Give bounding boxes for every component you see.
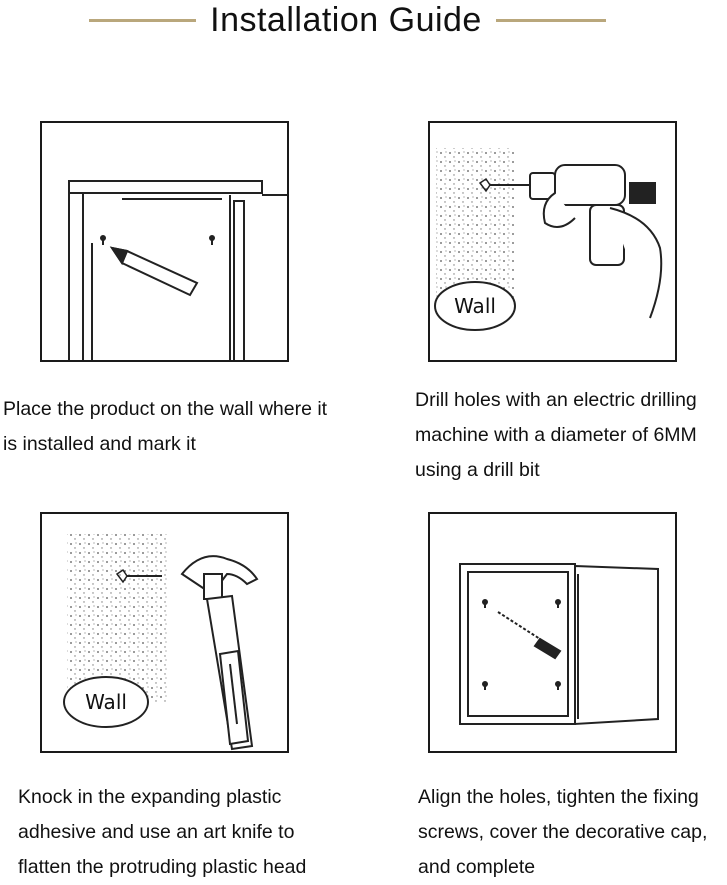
wall-label-bubble <box>63 676 149 728</box>
electric-drill-icon <box>490 164 663 319</box>
wall-label: Wall <box>85 690 127 714</box>
step-2-caption: Drill holes with an electric drilling ma… <box>415 389 697 481</box>
page-title: Installation Guide <box>196 0 496 40</box>
step-1-illustration <box>40 121 289 362</box>
keyhole-mark-icon <box>100 235 215 245</box>
hammer-icon <box>180 555 259 751</box>
step-1-caption: Place the product on the wall where it i… <box>3 398 328 455</box>
keyhole-mark-icon <box>482 599 561 690</box>
step-3-caption: Knock in the expanding plastic adhesive … <box>18 786 307 878</box>
step-3-illustration: Wall <box>40 512 289 753</box>
wall-texture <box>67 534 167 704</box>
wall-label: Wall <box>454 294 496 318</box>
header: Installation Guide <box>0 0 727 50</box>
step-4-caption: Align the holes, tighten the fixing scre… <box>418 786 708 878</box>
screwdriver-icon <box>497 611 562 660</box>
wall-label-bubble <box>434 281 516 331</box>
title-rule-left <box>89 19 201 22</box>
title-rule-right <box>493 19 606 22</box>
pencil-icon <box>109 246 199 297</box>
step-2-illustration: Wall <box>428 121 677 362</box>
step-4-illustration <box>428 512 677 753</box>
